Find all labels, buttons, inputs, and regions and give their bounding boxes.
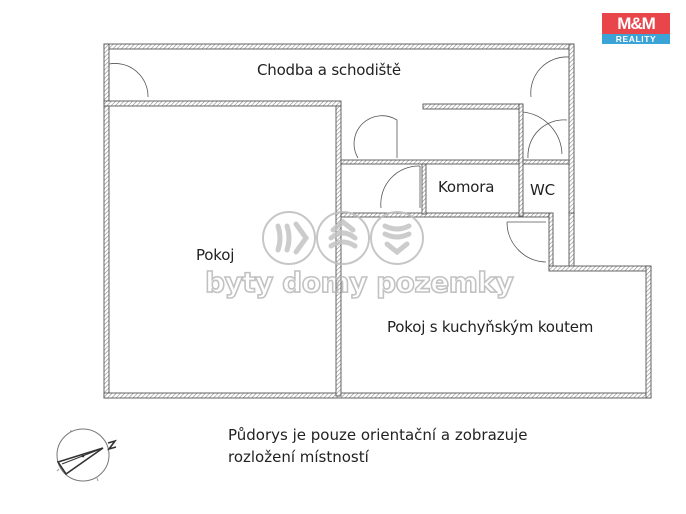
disclaimer-line-1: Půdorys je pouze orientační a zobrazuje [228,426,528,444]
brand-logo[interactable]: M&M REALITY [602,13,670,45]
logo-subtitle: REALITY [602,34,670,44]
disclaimer-note: Půdorys je pouze orientační a zobrazuje … [228,424,528,468]
walls [103,43,652,399]
room-label-room: Pokoj [196,246,235,264]
disclaimer-line-2: rozložení místností [228,448,369,466]
watermark-icons [262,211,424,265]
room-label-corridor: Chodba a schodiště [257,61,401,79]
door-swings [108,56,570,263]
watermark-text: byty domy pozemky [204,265,514,300]
room-label-kitchen-room: Pokoj s kuchyňským koutem [387,318,594,336]
room-label-pantry: Komora [438,178,495,196]
compass-icon [56,428,118,482]
room-label-wc: WC [530,181,555,199]
logo-mark: M&M [602,13,670,34]
